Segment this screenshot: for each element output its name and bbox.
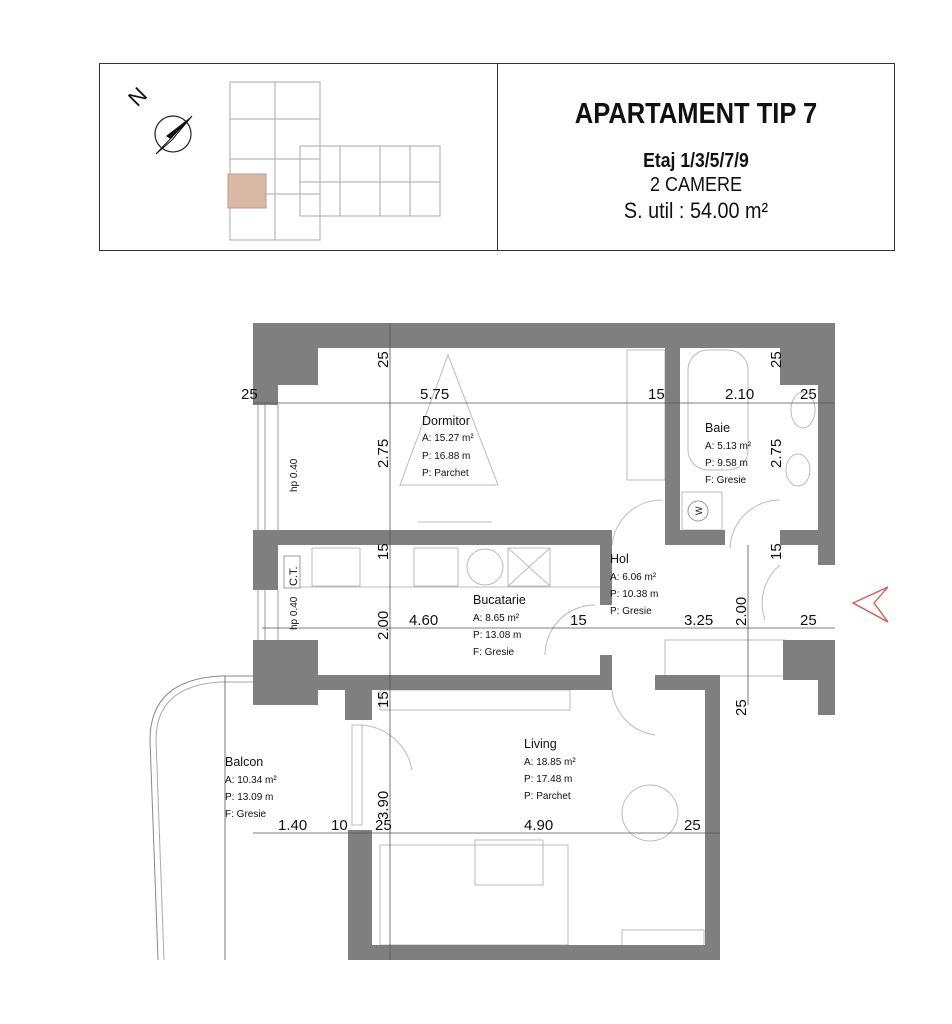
- room-dormitor: Dormitor A: 15.27 m² P: 16.88 m P: Parch…: [422, 414, 474, 479]
- dim-label: 25: [733, 699, 750, 716]
- room-name: Living: [524, 737, 557, 751]
- floors-label: Etaj 1/3/5/7/9: [643, 150, 749, 172]
- room-floor: P: Gresie: [610, 606, 652, 617]
- dim-label: 25: [800, 386, 817, 403]
- room-area: A: 8.65 m²: [473, 613, 520, 624]
- dim-label: 2.75: [768, 439, 785, 468]
- dimension-lines: [224, 323, 835, 960]
- room-area: A: 5.13 m²: [705, 441, 752, 452]
- key-plan: N: [123, 81, 441, 241]
- windows: [257, 405, 279, 640]
- room-perimeter: P: 10.38 m: [610, 589, 658, 600]
- room-area: A: 10.34 m²: [225, 775, 277, 786]
- north-label: N: [123, 82, 152, 111]
- furniture: [290, 349, 816, 951]
- room-perimeter: P: 17.48 m: [524, 774, 572, 785]
- room-name: Hol: [610, 552, 629, 566]
- dim-label: 25: [375, 351, 392, 368]
- dim-label: 25: [241, 386, 258, 403]
- dim-label: 2.00: [375, 611, 392, 640]
- header-divider: [497, 64, 498, 250]
- room-perimeter: P: 16.88 m: [422, 451, 470, 462]
- room-floor: P: Parchet: [524, 791, 571, 802]
- parapet-height-label: hp 0.40: [289, 596, 300, 630]
- room-bucatarie: Bucatarie A: 8.65 m² P: 13.08 m F: Gresi…: [473, 593, 526, 658]
- dim-label: 5.75: [420, 386, 449, 403]
- room-floor: F: Gresie: [225, 809, 267, 820]
- dim-label: 15: [570, 612, 587, 629]
- washer-label: W: [694, 506, 704, 515]
- room-floor: F: Gresie: [473, 647, 515, 658]
- boiler-label: C.T.: [288, 566, 300, 586]
- room-hol: Hol A: 6.06 m² P: 10.38 m P: Gresie: [610, 552, 658, 617]
- dim-label: 15: [648, 386, 665, 403]
- room-name: Bucatarie: [473, 593, 526, 607]
- dim-label: 25: [375, 817, 392, 834]
- room-floor: F: Gresie: [705, 475, 747, 486]
- dim-label: 2.00: [733, 597, 750, 626]
- entrance-arrow-icon: [851, 586, 889, 623]
- rooms-count: 2 CAMERE: [649, 174, 743, 196]
- walls: [253, 323, 835, 960]
- dim-label: 15: [375, 691, 392, 708]
- room-floor: P: Parchet: [422, 468, 469, 479]
- room-area: A: 18.85 m²: [524, 757, 576, 768]
- title-block: APARTAMENT TIP 7 Etaj 1/3/5/7/9 2 CAMERE…: [498, 64, 894, 250]
- usable-area: S. util : 54.00 m²: [623, 198, 769, 223]
- dim-label: 3.25: [684, 612, 713, 629]
- room-baie: Baie A: 5.13 m² P: 9.58 m F: Gresie: [705, 421, 752, 486]
- apartment-highlight: [227, 173, 267, 209]
- dim-label: 15: [768, 543, 785, 560]
- dim-label: 3.90: [375, 791, 392, 820]
- dim-label: 2.75: [375, 439, 392, 468]
- dim-label: 1.40: [278, 817, 307, 834]
- room-living: Living A: 18.85 m² P: 17.48 m P: Parchet: [524, 737, 576, 802]
- room-name: Baie: [705, 421, 730, 435]
- dim-label: 25: [800, 612, 817, 629]
- dim-label: 4.90: [524, 817, 553, 834]
- room-perimeter: P: 9.58 m: [705, 458, 748, 469]
- parapet-height-label: hp 0.40: [289, 458, 300, 492]
- plan-header: N APARTAMENT TIP 7 Etaj 1/3/5/7/9 2 CAME…: [99, 63, 895, 251]
- building-site-plan: [227, 81, 441, 241]
- room-area: A: 15.27 m²: [422, 433, 474, 444]
- dim-label: 15: [375, 543, 392, 560]
- dim-label: 4.60: [409, 612, 438, 629]
- room-name: Balcon: [225, 755, 263, 769]
- room-perimeter: P: 13.08 m: [473, 630, 521, 641]
- dim-label: 2.10: [725, 386, 754, 403]
- balcony-railing: [149, 675, 253, 961]
- dimension-labels: 25 5.75 15 2.10 25 25 2.75 25 2.75 15 2.…: [241, 351, 817, 834]
- dim-label: 10: [331, 817, 348, 834]
- dim-label: 25: [768, 351, 785, 368]
- room-area: A: 6.06 m²: [610, 572, 657, 583]
- room-balcon: Balcon A: 10.34 m² P: 13.09 m F: Gresie: [225, 755, 277, 820]
- room-perimeter: P: 13.09 m: [225, 792, 273, 803]
- north-compass: N: [123, 82, 193, 155]
- room-name: Dormitor: [422, 414, 470, 428]
- dim-label: 25: [684, 817, 701, 834]
- apartment-title: APARTAMENT TIP 7: [574, 98, 818, 130]
